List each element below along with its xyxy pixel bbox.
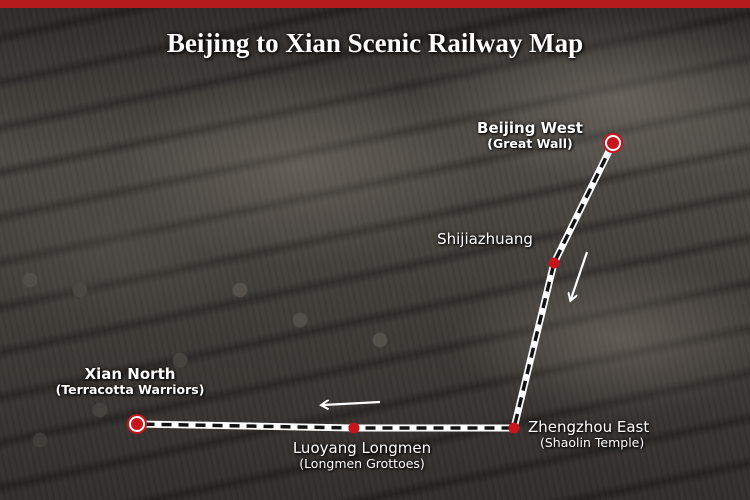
station-name: Shijiazhuang bbox=[437, 230, 533, 248]
station-name: Beijing West bbox=[477, 119, 583, 137]
station-label-luoyang-longmen: Luoyang Longmen (Longmen Grottoes) bbox=[262, 439, 462, 472]
station-marker-xian-north[interactable] bbox=[127, 414, 147, 434]
route-line-dashes bbox=[136, 142, 615, 430]
station-name: Zhengzhou East bbox=[528, 418, 650, 436]
station-marker-beijing-west[interactable] bbox=[603, 133, 623, 153]
direction-arrow-west-icon bbox=[323, 402, 381, 405]
map-title: Beijing to Xian Scenic Railway Map bbox=[166, 28, 584, 58]
station-name: Luoyang Longmen bbox=[292, 439, 432, 457]
station-attraction: (Terracotta Warriors) bbox=[55, 382, 205, 398]
station-attraction: (Longmen Grottoes) bbox=[299, 456, 425, 472]
station-name: Xian North bbox=[84, 365, 176, 383]
station-attraction: (Great Wall) bbox=[487, 136, 573, 152]
station-label-xian-north: Xian North (Terracotta Warriors) bbox=[30, 365, 230, 398]
station-label-beijing-west: Beijing West (Great Wall) bbox=[470, 119, 590, 152]
station-marker-luoyang-longmen[interactable] bbox=[348, 422, 360, 434]
station-label-shijiazhuang: Shijiazhuang bbox=[420, 230, 550, 248]
direction-arrow-south-icon bbox=[571, 251, 589, 299]
header-accent-bar bbox=[0, 0, 750, 8]
station-marker-shijiazhuang[interactable] bbox=[548, 257, 560, 269]
station-label-zhengzhou-east: Zhengzhou East (Shaolin Temple) bbox=[528, 418, 688, 451]
station-attraction: (Shaolin Temple) bbox=[540, 435, 645, 451]
terracotta-warriors-figures bbox=[0, 260, 520, 500]
station-marker-zhengzhou-east[interactable] bbox=[508, 422, 520, 434]
